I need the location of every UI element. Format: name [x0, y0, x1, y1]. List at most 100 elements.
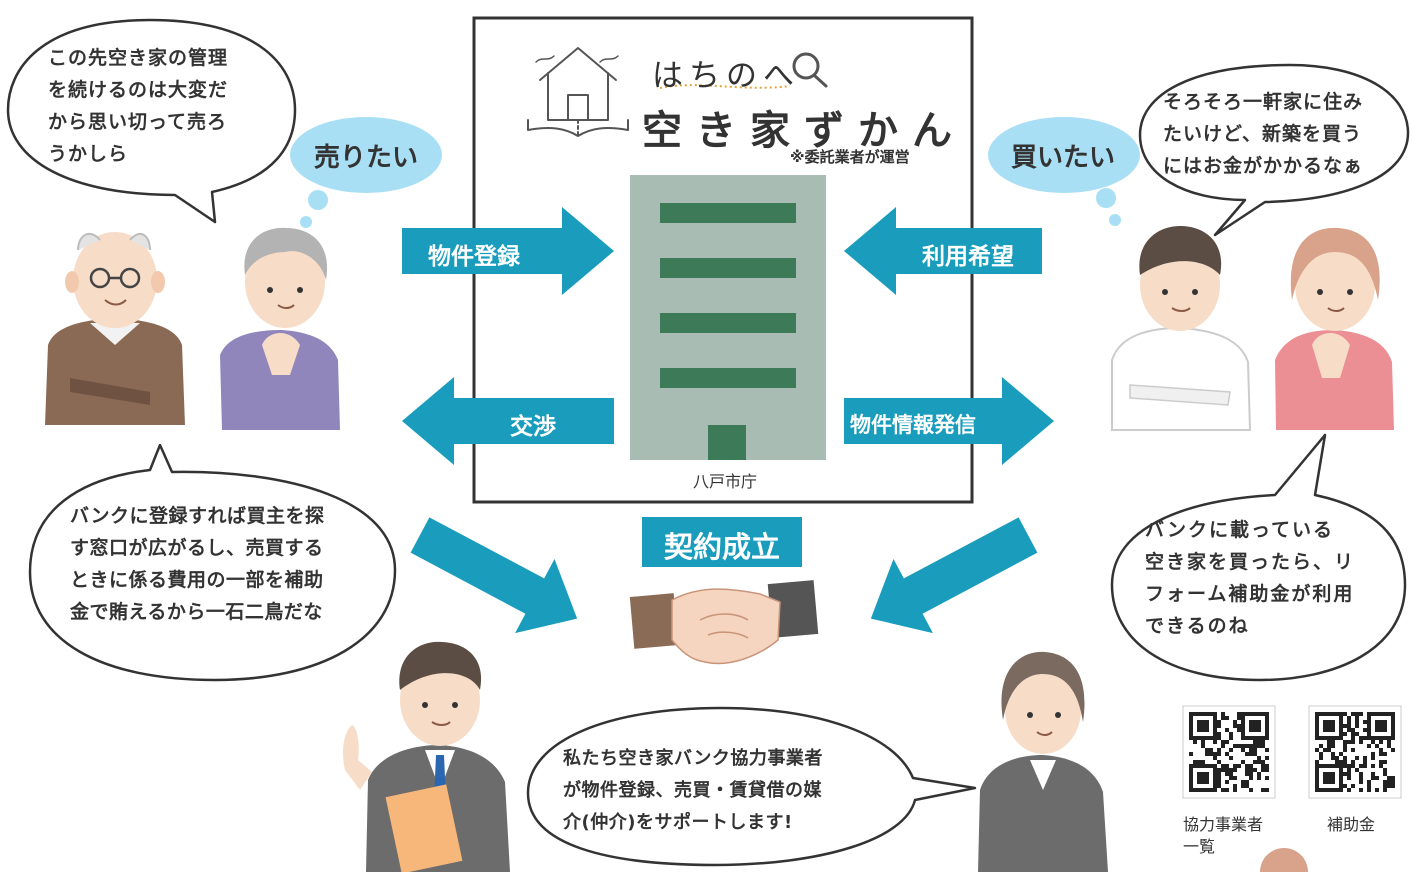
qr-module: [1221, 788, 1225, 792]
partner-speech-bubble: [526, 706, 977, 867]
qr-module: [1351, 736, 1355, 740]
qr-module: [1201, 760, 1205, 764]
qr-module: [1233, 784, 1237, 788]
qr-module: [1383, 768, 1387, 772]
buyer-speech-bubble: [1138, 63, 1410, 237]
qr-module: [1327, 740, 1331, 744]
qr-module: [1319, 756, 1323, 760]
qr-module: [1189, 752, 1193, 756]
qr-module: [1237, 716, 1241, 720]
qr-module: [1233, 788, 1237, 792]
qr-module: [1347, 764, 1351, 768]
qr-module: [1355, 716, 1359, 720]
qr-module: [1359, 780, 1363, 784]
qr-module: [1225, 764, 1229, 768]
qr-module: [1355, 756, 1359, 760]
property-registration-label: 物件登録: [428, 244, 520, 270]
magnifier-icon: [792, 52, 828, 88]
qr-finder-center: [1249, 720, 1261, 732]
qr-finder-pattern: [1315, 764, 1343, 792]
qr-module: [1245, 768, 1249, 772]
buyer-speech-text: そろそろ一軒家に住み たいけど、新築を買う にはお金がかかるなぁ: [1163, 86, 1363, 182]
qr-module: [1253, 768, 1257, 772]
qr-module: [1351, 712, 1355, 716]
qr-module: [1257, 740, 1261, 744]
service-name-title: 空き家ずかん: [642, 108, 966, 154]
qr-module: [1351, 764, 1355, 768]
qr-module: [1315, 748, 1319, 752]
qr-module: [1379, 760, 1383, 764]
qr-module: [1391, 780, 1395, 784]
qr-module: [1351, 748, 1355, 752]
qr-module: [1245, 744, 1249, 748]
seller-benefit-line: バンクに登録すれば買主を探: [70, 505, 325, 527]
qr-module: [1383, 752, 1387, 756]
qr-module: [1391, 784, 1395, 788]
qr-finder-center: [1197, 720, 1209, 732]
brand-hiragana: はちのへ: [652, 58, 800, 94]
qr-module: [1257, 756, 1261, 760]
qr-module: [1221, 764, 1225, 768]
qr-module: [1351, 740, 1355, 744]
qr-module: [1351, 784, 1355, 788]
qr-module: [1351, 760, 1355, 764]
seller-benefit-line: ときに係る費用の一部を補助: [70, 569, 324, 591]
qr-module: [1233, 768, 1237, 772]
qr-module: [1367, 784, 1371, 788]
use-request-arrow: [844, 207, 1042, 295]
qr-module: [1229, 736, 1233, 740]
qr-module: [1237, 764, 1241, 768]
qr-module: [1343, 764, 1347, 768]
qr-module: [1205, 748, 1209, 752]
qr-finder-center: [1197, 772, 1209, 784]
qr-module: [1213, 756, 1217, 760]
buyer-benefit-line: 空き家を買ったら、リ: [1145, 551, 1356, 573]
qr-module: [1233, 764, 1237, 768]
qr-module: [1359, 736, 1363, 740]
seller-speech-line: この先空き家の管理: [48, 47, 229, 69]
qr-module: [1241, 780, 1245, 784]
qr-module: [1387, 776, 1391, 780]
qr-module: [1225, 788, 1229, 792]
qr-module: [1229, 768, 1233, 772]
qr-finder-center: [1323, 720, 1335, 732]
qr-module: [1383, 784, 1387, 788]
qr-module: [1335, 756, 1339, 760]
qr-module: [1233, 724, 1237, 728]
qr-module: [1261, 740, 1265, 744]
qr-module: [1379, 752, 1383, 756]
qr-module: [1331, 752, 1335, 756]
buyer-benefit-bubble: [1110, 433, 1407, 682]
qr-module: [1233, 776, 1237, 780]
qr-module: [1237, 712, 1241, 716]
qr-module: [1347, 768, 1351, 772]
qr-module: [1257, 744, 1261, 748]
qr-module: [1319, 744, 1323, 748]
qr-module: [1217, 784, 1221, 788]
qr-module: [1339, 760, 1343, 764]
qr-module: [1363, 728, 1367, 732]
qr-module: [1359, 740, 1363, 744]
qr-module: [1221, 744, 1225, 748]
qr-module: [1327, 748, 1331, 752]
qr-module: [1343, 740, 1347, 744]
qr-module: [1245, 752, 1249, 756]
qr-module: [1213, 740, 1217, 744]
qr-module: [1265, 764, 1269, 768]
qr-module: [1371, 776, 1375, 780]
qr-module: [1221, 716, 1225, 720]
qr-module: [1257, 772, 1261, 776]
seller-speech-line: を続けるのは大変だ: [48, 79, 229, 101]
sell-thought-label: 売りたい: [314, 143, 419, 173]
qr-module: [1245, 772, 1249, 776]
qr-module: [1355, 724, 1359, 728]
qr-module: [1355, 768, 1359, 772]
buyer-benefit-line: バンクに載っている: [1145, 519, 1335, 541]
seller-thought-bubble: [290, 117, 442, 228]
qr-module: [1371, 764, 1375, 768]
qr-module: [1387, 784, 1391, 788]
qr-module: [1363, 756, 1367, 760]
qr-module: [1355, 732, 1359, 736]
seller-benefit-line: す窓口が広がるし、売買する: [70, 537, 324, 559]
qr-module: [1371, 756, 1375, 760]
